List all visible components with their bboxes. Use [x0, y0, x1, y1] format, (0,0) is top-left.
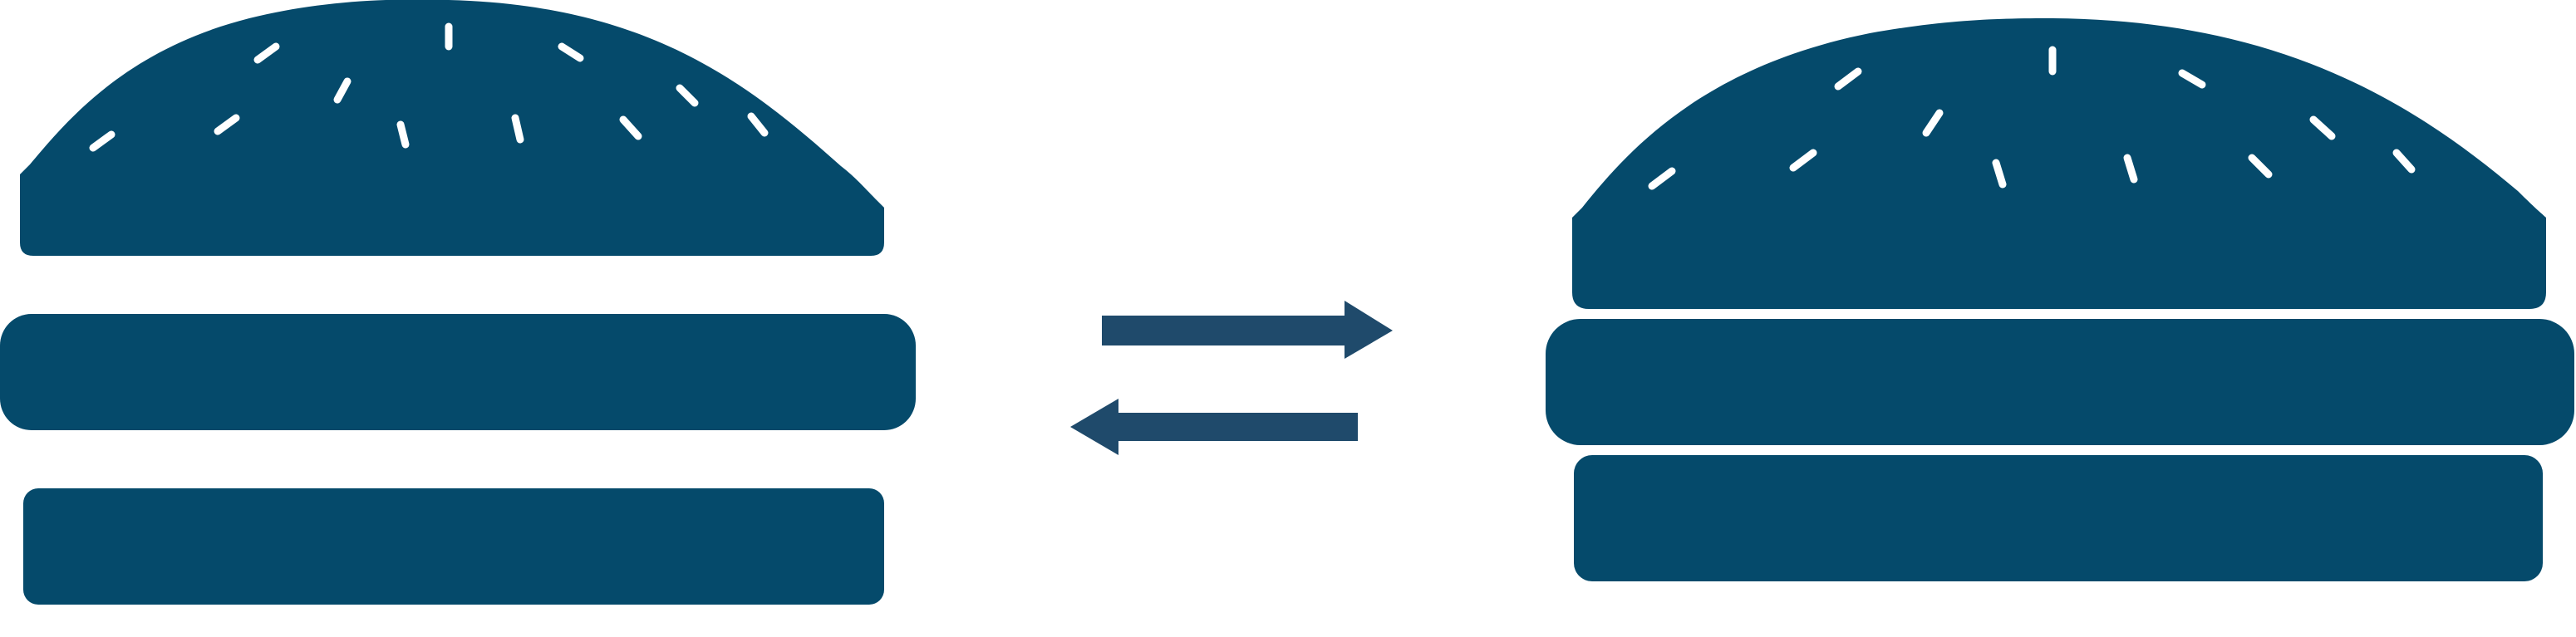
left-top-bun: [20, 0, 884, 256]
left-bottom-bun: [23, 488, 884, 605]
right-top-bun: [1572, 18, 2546, 309]
left-sesame-seeds: [89, 22, 769, 152]
right-patty: [1546, 319, 2574, 445]
arrow-left: [1070, 399, 1358, 455]
arrow-right: [1102, 301, 1393, 359]
reversible-arrows: [1070, 301, 1393, 455]
left-burger: [0, 0, 916, 605]
right-sesame-seeds: [1648, 46, 2416, 190]
right-bottom-bun: [1574, 455, 2543, 581]
left-patty: [0, 314, 916, 430]
right-burger: [1546, 18, 2574, 581]
